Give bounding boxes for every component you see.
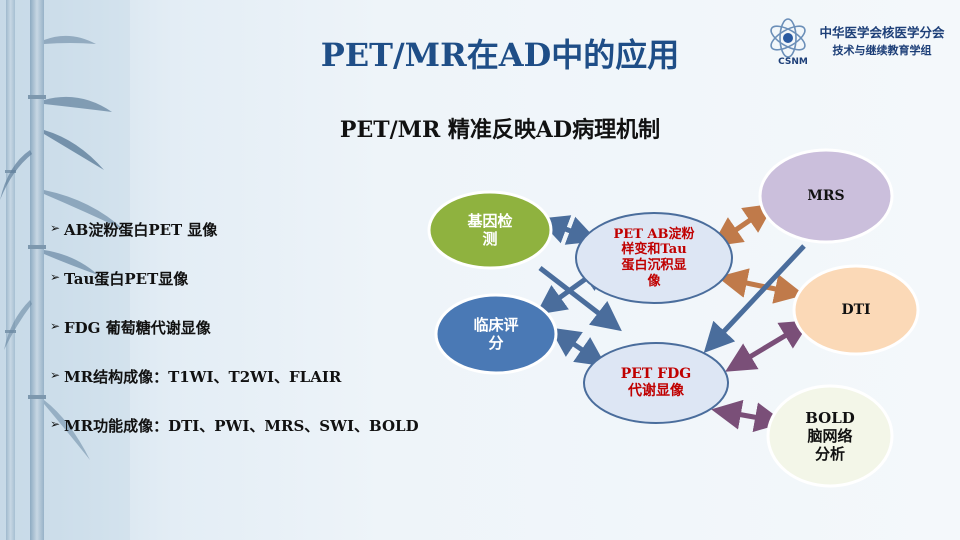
node-dti-label: DTI [841,301,871,318]
arrow-gene-petab [537,215,599,245]
bullet-arrow-icon: ➢ [50,368,61,382]
bullet-list: ➢ AB淀粉蛋白PET 显像 ➢ Tau蛋白PET显像 ➢ FDG 葡萄糖代谢显… [50,219,419,464]
bullet-arrow-icon: ➢ [50,221,61,235]
bullet-text: MR功能成像：DTI、PWI、MRS、SWI、BOLD [64,417,419,435]
node-pet-ab-label: PET AB淀粉 样变和Tau 蛋白沉积显 像 [613,226,695,289]
node-pet-fdg-label: PET FDG 代谢显像 [620,366,692,399]
bullet-item: ➢ AB淀粉蛋白PET 显像 [50,219,419,268]
node-mrs-label: MRS [807,187,845,204]
node-pet-fdg-shape [583,342,729,424]
csnm-emblem-text: CSNM [778,57,808,67]
node-pet-ab-shape [575,212,733,304]
bullet-item: ➢ Tau蛋白PET显像 [50,268,419,317]
bullet-arrow-icon: ➢ [50,319,61,333]
node-mrs-shape [758,148,894,244]
arrow-dti-petfdg [725,320,811,372]
arrow-bold-petfdg [711,399,785,433]
bullet-arrow-icon: ➢ [50,270,61,284]
bullet-item: ➢ FDG 葡萄糖代谢显像 [50,317,419,366]
bullet-text: AB淀粉蛋白PET 显像 [64,221,218,239]
node-clinical-shape [434,293,558,375]
node-gene-shape [427,190,553,270]
org-logo: CSNM 中华医学会核医学分会 技术与继续教育学组 [766,14,952,68]
csnm-emblem-icon: CSNM [770,18,808,67]
bullet-text: Tau蛋白PET显像 [64,270,189,288]
node-bold-label: BOLD 脑网络 分析 [805,409,855,463]
bullet-text: FDG 葡萄糖代谢显像 [64,319,211,337]
arrow-petab-mrs [711,203,775,247]
slide-title: PET/MR在AD中的应用 [320,36,680,74]
slide-subtitle: PET/MR 精准反映AD病理机制 [339,117,661,143]
node-dti-shape [792,264,920,356]
node-gene-label: 基因检 测 [467,212,513,248]
node-clinical-label: 临床评 分 [473,316,519,352]
bullet-text: MR结构成像：T1WI、T2WI、FLAIR [64,368,342,386]
bullet-item: ➢ MR功能成像：DTI、PWI、MRS、SWI、BOLD [50,415,419,464]
bullet-item: ➢ MR结构成像：T1WI、T2WI、FLAIR [50,366,419,415]
org-name: 中华医学会核医学分会 [819,25,945,40]
bullet-arrow-icon: ➢ [50,417,61,431]
bamboo-decoration [0,0,130,540]
arrow-petab-dti [717,268,805,304]
org-subgroup: 技术与继续教育学组 [832,44,932,57]
arrow-clinical-petfdg [549,327,607,367]
node-bold-shape [766,384,894,488]
